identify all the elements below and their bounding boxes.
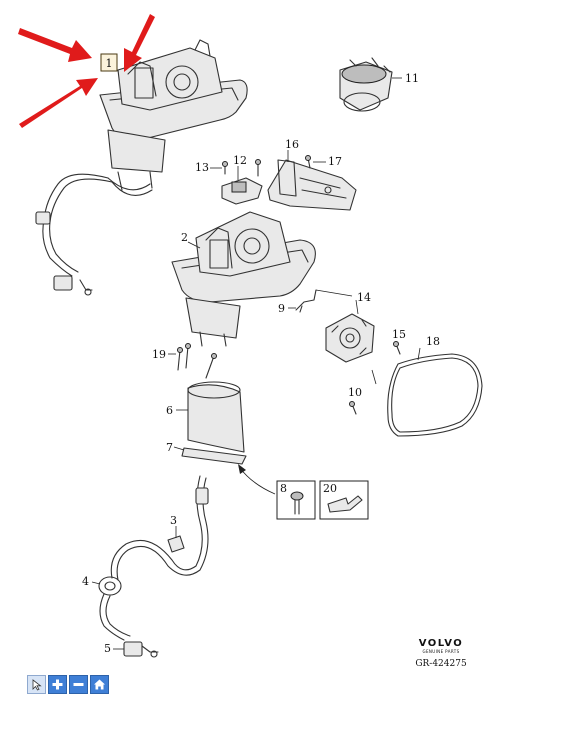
callout-13[interactable]: 13	[195, 161, 209, 174]
screw-leader	[371, 369, 377, 385]
minus-icon	[73, 683, 84, 686]
callout-11[interactable]: 11	[405, 72, 419, 85]
callout-6[interactable]: 6	[166, 404, 173, 417]
volvo-genuine-parts-logo: VOLVO GENUINE PARTS	[419, 638, 464, 654]
part-10-screw[interactable]	[349, 401, 357, 415]
part-18-mirror-glass[interactable]	[387, 347, 483, 437]
pointer-icon	[32, 679, 42, 691]
callout-8: 8	[280, 482, 287, 495]
part-15-screw[interactable]	[393, 341, 401, 355]
zoom-in-button[interactable]	[48, 675, 67, 694]
callout-5[interactable]: 5	[104, 642, 111, 655]
part-1-mirror-base-assembly[interactable]	[99, 39, 248, 191]
callout-2[interactable]: 2	[181, 231, 188, 244]
part-17-screw[interactable]	[305, 155, 327, 169]
plus-icon	[52, 679, 63, 690]
part-19-screws[interactable]	[168, 343, 217, 379]
pointer-tool-button[interactable]	[27, 675, 46, 694]
callout-12[interactable]: 12	[233, 154, 247, 167]
callout-20: 20	[323, 482, 337, 495]
part-2-mirror-housing[interactable]	[171, 211, 316, 347]
highlight-arrows	[18, 14, 155, 128]
part-5-connector[interactable]	[113, 641, 159, 658]
viewer-toolbar	[27, 675, 109, 694]
part-7-seal[interactable]	[173, 446, 247, 465]
home-button[interactable]	[90, 675, 109, 694]
callout-10[interactable]: 10	[348, 386, 362, 399]
detail-box-20-connector[interactable]: 20	[319, 480, 369, 520]
callout-15[interactable]: 15	[392, 328, 406, 341]
callout-7[interactable]: 7	[166, 441, 173, 454]
reference-code: GR-424275	[415, 659, 467, 669]
part-12-actuator[interactable]	[221, 159, 263, 205]
callout-1-label: 1	[106, 57, 113, 70]
zoom-out-button[interactable]	[69, 675, 88, 694]
callout-4[interactable]: 4	[82, 575, 89, 588]
callout-14[interactable]: 14	[357, 291, 371, 304]
part-14-drive-plate[interactable]	[315, 289, 375, 363]
part-9-clip[interactable]	[288, 289, 317, 313]
callout-17[interactable]: 17	[328, 155, 342, 168]
brand-logo: VOLVO	[419, 638, 464, 649]
detail-arrow	[239, 467, 276, 495]
callout-1[interactable]: 1	[100, 53, 118, 72]
part-3-cable-harness[interactable]	[110, 475, 209, 581]
callout-9[interactable]: 9	[278, 302, 285, 315]
callout-19[interactable]: 19	[152, 348, 166, 361]
part-6-cover[interactable]	[176, 381, 245, 453]
part-4-grommet[interactable]	[91, 576, 131, 641]
callout-16[interactable]: 16	[285, 138, 299, 151]
callout-18[interactable]: 18	[426, 335, 440, 348]
upper-cable-harness[interactable]	[35, 173, 153, 296]
detail-box-8-screw[interactable]: 8	[276, 480, 316, 520]
part-16-bracket[interactable]	[267, 150, 357, 211]
brand-subtext: GENUINE PARTS	[422, 649, 459, 654]
part-13-screw[interactable]	[210, 161, 228, 175]
part-11-motor[interactable]	[339, 57, 402, 112]
home-icon	[94, 679, 105, 690]
callout-3[interactable]: 3	[170, 514, 177, 527]
detail-arrowhead	[238, 464, 246, 474]
